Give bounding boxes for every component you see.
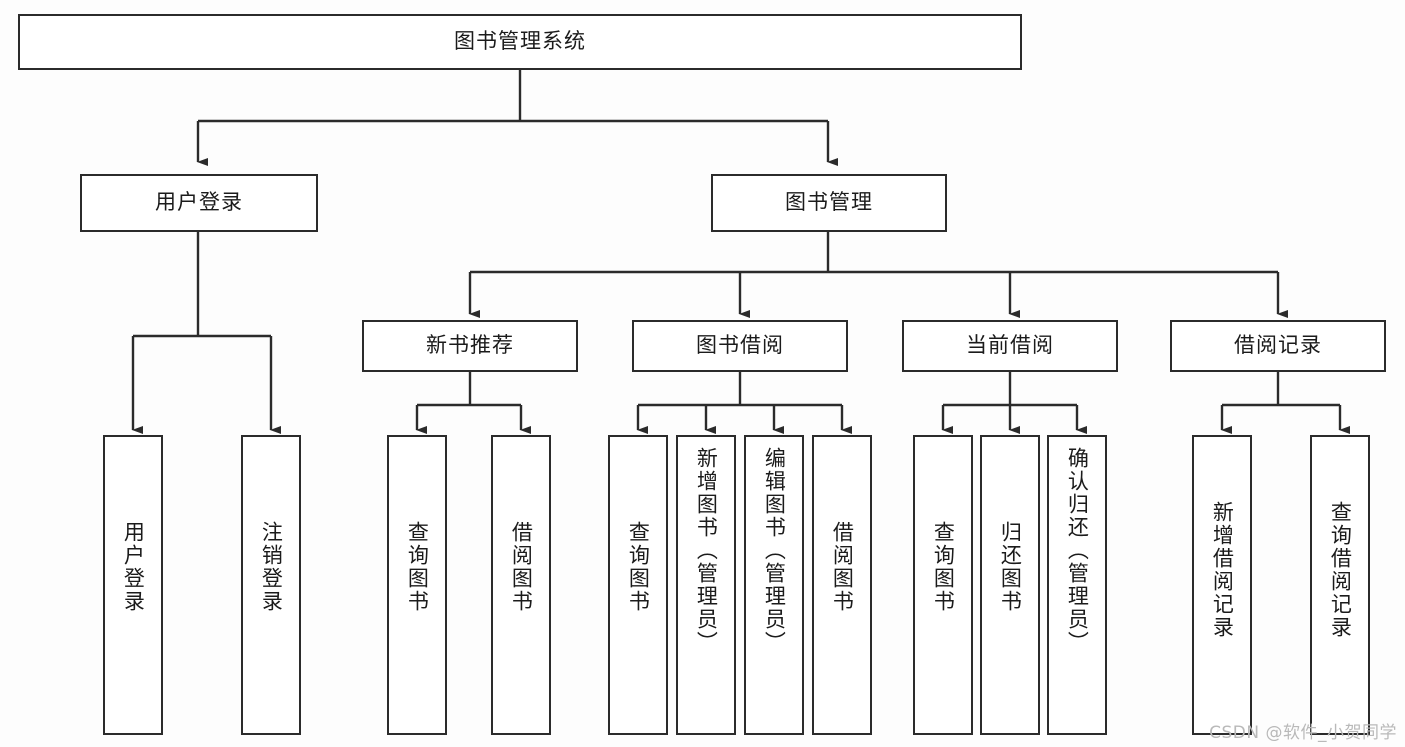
node-label: 新书推荐 xyxy=(426,333,514,358)
node-current-borrow[interactable]: 当前借阅 xyxy=(902,320,1118,372)
node-label: 注销登录 xyxy=(259,521,284,613)
csdn-watermark: CSDN @软件_小贺同学 xyxy=(1209,723,1397,743)
node-label: 查询图书 xyxy=(626,521,651,613)
node-borrow-record[interactable]: 借阅记录 xyxy=(1170,320,1386,372)
leaf-borrow-book[interactable]: 借阅图书 xyxy=(812,435,872,735)
node-user-login[interactable]: 用户登录 xyxy=(80,174,318,232)
leaf-confirm-return-admin[interactable]: 确认归还（管理员） xyxy=(1047,435,1107,735)
leaf-user-login[interactable]: 用户登录 xyxy=(103,435,163,735)
node-label: 借阅记录 xyxy=(1234,333,1322,358)
node-label: 归还图书 xyxy=(998,521,1023,613)
node-label: 确认归还（管理员） xyxy=(1065,447,1090,654)
leaf-query-book-current[interactable]: 查询图书 xyxy=(913,435,973,735)
leaf-return-book[interactable]: 归还图书 xyxy=(980,435,1040,735)
node-label: 新增图书（管理员） xyxy=(694,447,719,654)
node-label: 查询图书 xyxy=(931,521,956,613)
node-label: 图书管理系统 xyxy=(454,29,586,54)
node-label: 查询图书 xyxy=(405,521,430,613)
node-label: 当前借阅 xyxy=(966,333,1054,358)
node-label: 新增借阅记录 xyxy=(1210,501,1235,639)
node-label: 用户登录 xyxy=(121,521,146,613)
node-label: 用户登录 xyxy=(155,190,243,215)
node-new-book-recommend[interactable]: 新书推荐 xyxy=(362,320,578,372)
node-label: 查询借阅记录 xyxy=(1328,501,1353,639)
node-label: 图书借阅 xyxy=(696,333,784,358)
node-label: 借阅图书 xyxy=(830,521,855,613)
leaf-query-book-recommend[interactable]: 查询图书 xyxy=(387,435,447,735)
node-root-system[interactable]: 图书管理系统 xyxy=(18,14,1022,70)
leaf-query-book-borrow[interactable]: 查询图书 xyxy=(608,435,668,735)
node-label: 图书管理 xyxy=(785,190,873,215)
node-label: 借阅图书 xyxy=(509,521,534,613)
leaf-logout[interactable]: 注销登录 xyxy=(241,435,301,735)
node-book-borrow[interactable]: 图书借阅 xyxy=(632,320,848,372)
leaf-edit-book-admin[interactable]: 编辑图书（管理员） xyxy=(744,435,804,735)
leaf-borrow-book-recommend[interactable]: 借阅图书 xyxy=(491,435,551,735)
leaf-add-book-admin[interactable]: 新增图书（管理员） xyxy=(676,435,736,735)
node-label: 编辑图书（管理员） xyxy=(762,447,787,654)
node-book-management[interactable]: 图书管理 xyxy=(711,174,947,232)
leaf-query-borrow-record[interactable]: 查询借阅记录 xyxy=(1310,435,1370,735)
leaf-add-borrow-record[interactable]: 新增借阅记录 xyxy=(1192,435,1252,735)
